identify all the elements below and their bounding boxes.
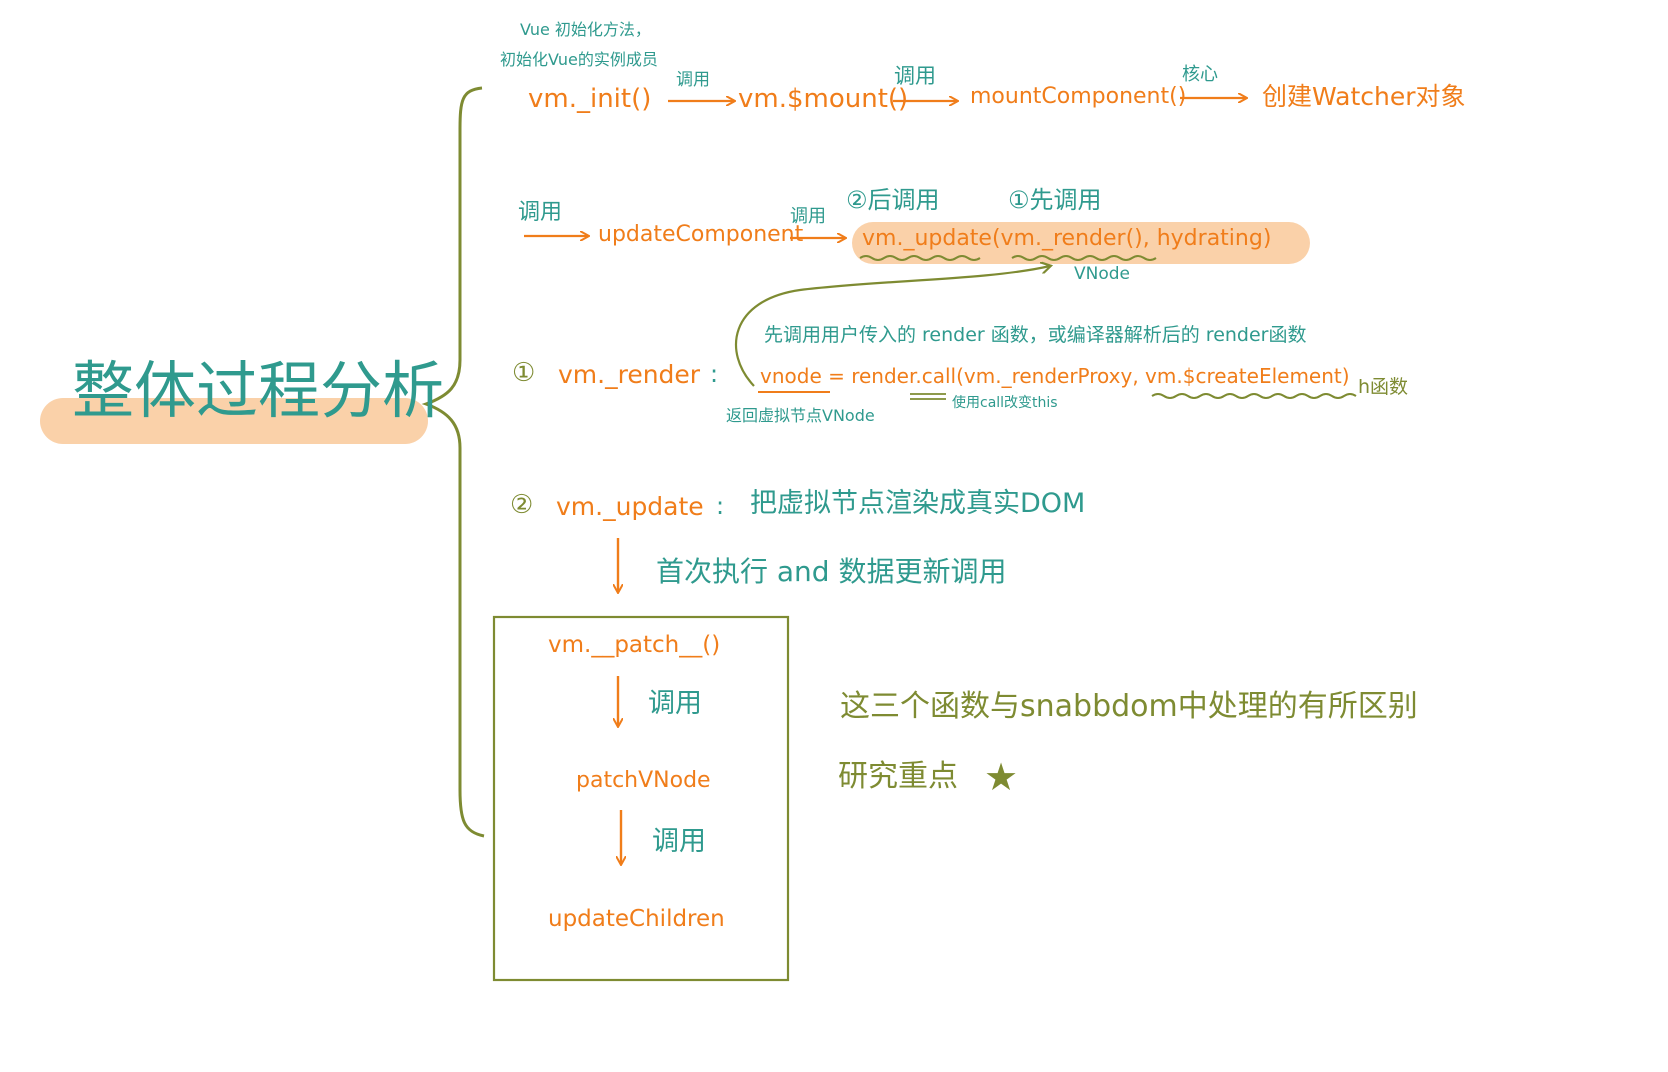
call-label-3: 调用 [518,200,563,225]
update-name: vm._update [556,492,704,521]
vnode-label: VNode [1074,264,1130,284]
patch-box [492,615,790,982]
mountcomponent-node: mountComponent() [970,84,1187,109]
render-code: vnode = render.call(vm._renderProxy, vm.… [760,364,1350,388]
render-wavy-underline [1011,255,1157,261]
star-icon: ★ [984,755,1019,799]
curly-bracket [421,86,485,838]
call-label-6: 调用 [652,826,706,857]
vnode-loop-arrow [734,266,1050,387]
call-label-4: 调用 [790,206,826,227]
side-note-line1: 这三个函数与snabbdom中处理的有所区别 [840,689,1418,724]
update-colon: : [716,492,725,520]
patch-node: vm.__patch__() [548,632,721,658]
call-label-5: 调用 [648,688,702,719]
execution-note: 首次执行 and 数据更新调用 [656,555,1007,588]
h-function-label: h函数 [1358,376,1409,398]
update-call-node: vm._update(vm._render(), hydrating) [862,226,1272,251]
update-step-number: ② [510,490,534,520]
init-node: vm._init() [528,84,652,114]
render-description: 先调用用户传入的 render 函数，或编译器解析后的 render函数 [764,324,1307,346]
title-highlight [40,398,428,444]
step2-label: ②后调用 [846,186,940,214]
create-watcher-node: 创建Watcher对象 [1262,82,1466,111]
update-call-highlight [852,222,1310,264]
return-vnode-note: 返回虚拟节点VNode [726,406,875,425]
render-colon: : [710,360,719,388]
init-note-line2: 初始化Vue的实例成员 [500,50,658,69]
createelement-wavy-underline [1151,393,1357,399]
update-description: 把虚拟节点渲染成真实DOM [750,488,1086,519]
patchvnode-node: patchVNode [576,768,711,793]
updatecomponent-node: updateComponent [598,222,804,247]
render-name: vm._render [558,360,701,389]
call-this-note: 使用call改变this [952,395,1058,411]
init-note-line1: Vue 初始化方法， [520,20,651,39]
core-label: 核心 [1182,64,1218,85]
updatechildren-node: updateChildren [548,906,725,932]
call-label-2: 调用 [894,64,936,88]
update-wavy-underline [859,255,981,261]
call-label-1: 调用 [676,70,710,90]
side-note-line2: 研究重点 [838,759,958,794]
step1-label: ①先调用 [1008,186,1102,214]
mount-node: vm.$mount() [738,84,909,114]
render-step-number: ① [512,358,536,388]
page-title: 整体过程分析 [72,354,445,427]
